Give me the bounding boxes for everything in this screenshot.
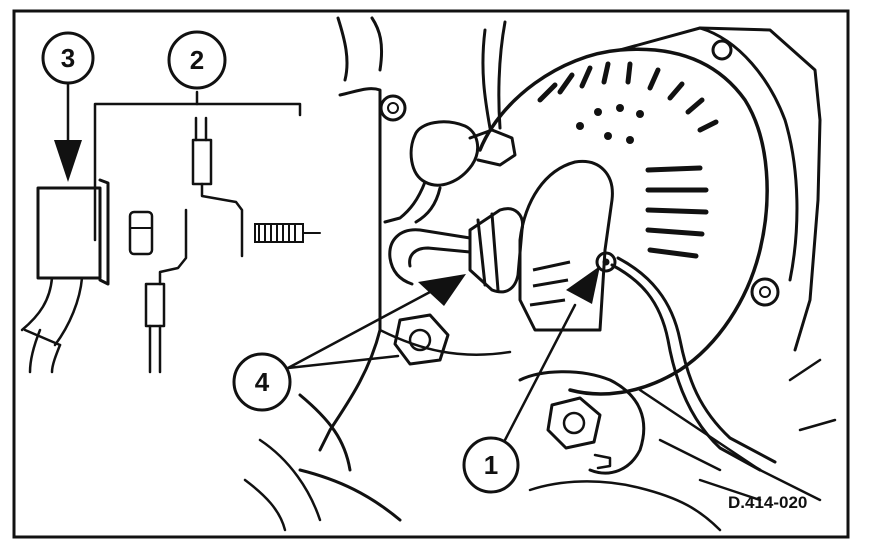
svg-text:2: 2 [190, 45, 204, 75]
regulator-plate [518, 159, 614, 332]
alternator-assembly [243, 16, 837, 532]
connector-housing [36, 186, 102, 280]
spring [254, 223, 321, 243]
alternator-bolt-top [711, 39, 733, 61]
wiring-upper [481, 20, 507, 130]
figure-reference-label: D.414-020 [728, 493, 807, 512]
terminal-lower-blade [158, 208, 188, 286]
alternator-body-outline [618, 26, 822, 352]
callout-2: 2 [167, 30, 227, 90]
terminal-lower-crimp [144, 282, 166, 328]
ventilation-slots [537, 61, 719, 259]
lower-bracket-bolt [546, 396, 602, 450]
mounting-bolt-upper [379, 94, 407, 122]
terminal-stud [595, 251, 617, 273]
callout-1-arrowhead [566, 266, 600, 304]
plate-marking [529, 260, 571, 307]
svg-text:1: 1 [484, 450, 498, 480]
callout-4-leader-upper [286, 290, 432, 370]
callout-1: 1 [462, 436, 520, 494]
terminal-upper-blade [200, 182, 244, 258]
connector-inset [20, 80, 321, 374]
svg-text:3: 3 [61, 43, 75, 73]
sense-wire [610, 263, 762, 472]
callout-3-arrowhead [54, 140, 82, 182]
connector-cable [20, 276, 84, 374]
connector-housing-flange [98, 178, 110, 286]
figure-frame [12, 9, 850, 539]
cable-tie [23, 328, 62, 347]
terminal-cap [409, 120, 480, 187]
callout-4-leader-lower [286, 354, 400, 370]
seal-plug [128, 210, 154, 256]
mounting-nut-lower [393, 313, 450, 366]
callout-4: 4 [232, 352, 292, 412]
alternator-housing-outline [478, 47, 769, 396]
callout-3: 3 [41, 31, 95, 85]
engine-block-edge [318, 87, 382, 452]
callout-1-leader [503, 303, 577, 442]
connector-boot [468, 207, 525, 294]
housing-holes [576, 104, 644, 144]
terminal-lower-wire [148, 324, 162, 374]
alternator-bolt-right [750, 277, 780, 307]
svg-text:4: 4 [255, 367, 270, 397]
wiring-harness-lower [388, 228, 472, 286]
callout-4-arrowhead [418, 274, 466, 306]
terminal-upper-wire [194, 116, 208, 142]
